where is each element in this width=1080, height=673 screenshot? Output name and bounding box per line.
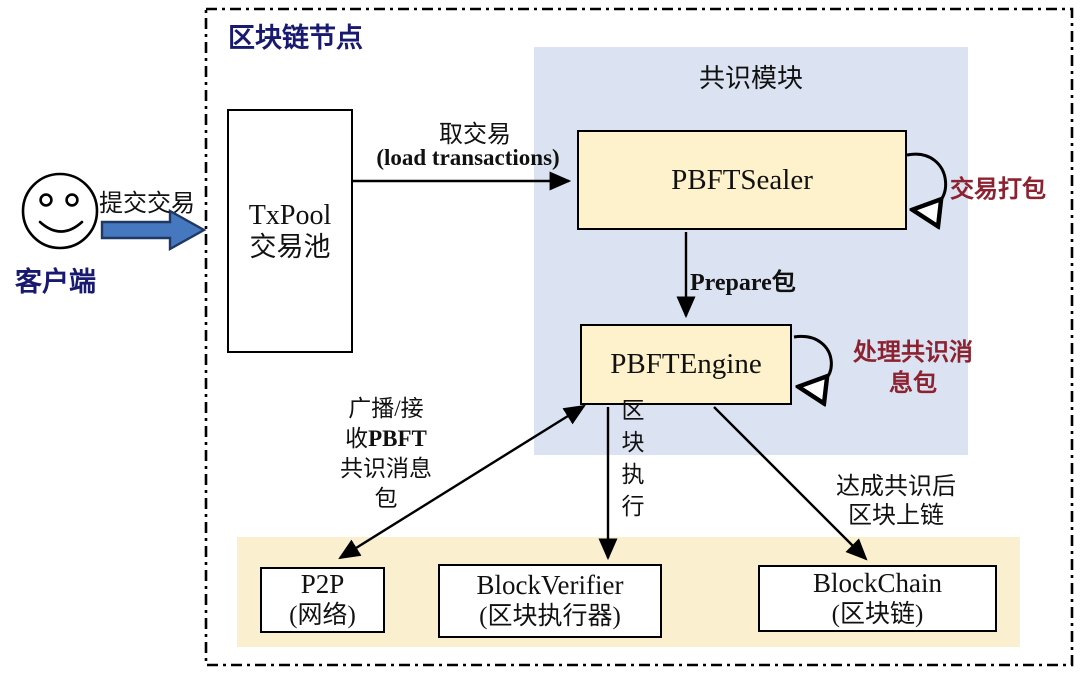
p2p-box: P2P (网络)	[260, 567, 385, 633]
boundary-title: 区块链节点	[228, 23, 363, 53]
txpool-label-en: TxPool	[248, 199, 332, 231]
block-verifier-box: BlockVerifier (区块执行器)	[438, 564, 662, 638]
broadcast-pbft-label: 广播/接 收PBFT 共识消息 包	[330, 394, 442, 514]
consensus-module-title: 共识模块	[698, 64, 803, 93]
engine-loop-label-line2: 息包	[889, 371, 937, 397]
broadcast-label-line3: 共识消息	[340, 456, 432, 481]
load-tx-label-zh: 取交易	[439, 122, 511, 148]
pbft-engine-label: PBFTEngine	[610, 348, 762, 380]
txpool-label-zh: 交易池	[249, 231, 331, 262]
pbft-sealer-box: PBFTSealer	[577, 130, 907, 230]
block-verifier-label-zh: (区块执行器)	[479, 603, 621, 631]
blockchain-label-zh: (区块链)	[831, 600, 924, 628]
block-verifier-label-en: BlockVerifier	[476, 570, 624, 601]
prepare-packet-label: Prepare包	[690, 270, 796, 296]
load-tx-label-en: (load transactions)	[376, 145, 560, 170]
client-label: 客户端	[15, 267, 96, 297]
onchain-label-line1: 达成共识后	[836, 474, 956, 500]
p2p-label-zh: (网络)	[289, 602, 356, 630]
pbft-sealer-label: PBFTSealer	[671, 163, 813, 196]
block-execution-label: 区块执行	[618, 398, 643, 526]
engine-loop-label-line1: 处理共识消	[853, 340, 973, 366]
pbft-engine-box: PBFTEngine	[580, 324, 792, 405]
sealer-loop-label: 交易打包	[950, 177, 1046, 203]
onchain-label: 达成共识后 区块上链	[820, 473, 972, 531]
submit-transaction-label: 提交交易	[99, 191, 195, 217]
blockchain-label-en: BlockChain	[813, 567, 942, 598]
client-smiley-icon	[21, 172, 99, 250]
broadcast-label-line4: 包	[374, 486, 398, 511]
blockchain-box: BlockChain (区块链)	[758, 565, 997, 632]
broadcast-label-line2: 收PBFT	[345, 426, 427, 451]
p2p-label-en: P2P	[300, 569, 345, 600]
txpool-box: TxPool 交易池	[227, 109, 353, 353]
onchain-label-line2: 区块上链	[848, 503, 944, 529]
engine-loop-label: 处理共识消 息包	[818, 338, 1008, 400]
broadcast-label-line1: 广播/接	[348, 396, 424, 421]
